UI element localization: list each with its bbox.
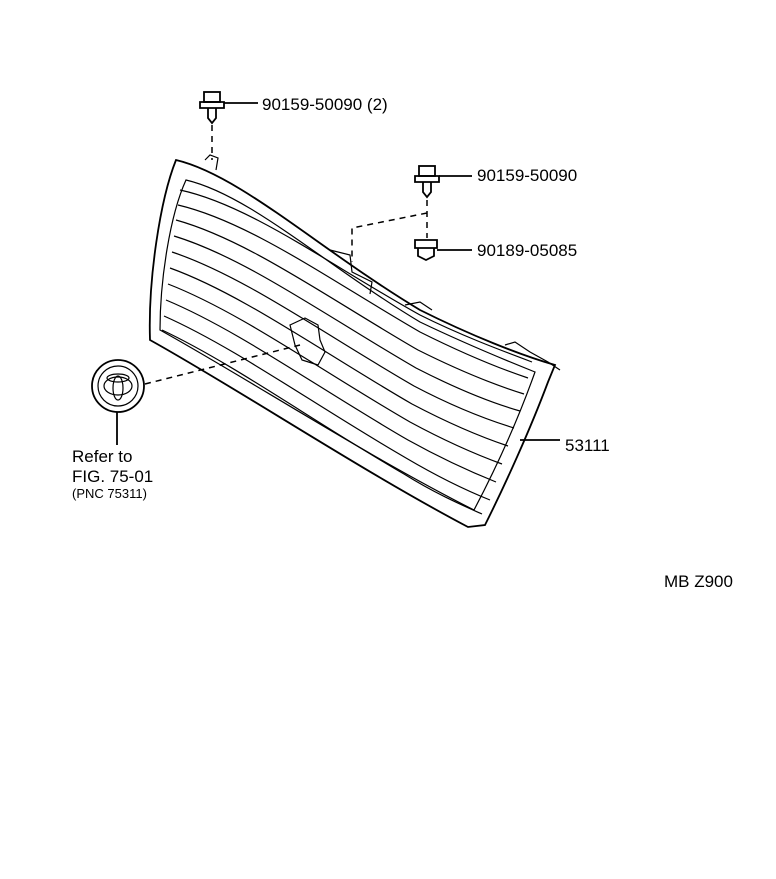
bolt-top-icon <box>199 91 225 125</box>
emblem-icon <box>91 359 145 413</box>
label-grille: 53111 <box>565 436 610 455</box>
grille-tab-corner <box>504 341 561 371</box>
grille-tab-left <box>204 154 219 171</box>
grille-tab-right <box>404 301 433 311</box>
bolt-right-icon <box>414 165 440 199</box>
grille-outer-frame <box>148 158 557 528</box>
reference-line-2: FIG. 75-01 <box>72 467 154 486</box>
reference-line-1: Refer to <box>72 447 133 466</box>
reference-line-3: (PNC 75311) <box>72 486 147 501</box>
leader-emblem-install <box>144 344 301 385</box>
clip-icon <box>414 239 438 262</box>
label-bolt-top: 90159-50090 (2) <box>262 95 388 114</box>
radiator-grille <box>148 154 561 528</box>
leader-fastener-group <box>351 200 428 262</box>
grille-inner-frame <box>159 179 536 511</box>
label-clip: 90189-05085 <box>477 241 578 260</box>
emblem-bracket <box>289 317 326 366</box>
label-bolt-right: 90159-50090 <box>477 166 578 185</box>
diagram-code: MB Z900 <box>664 572 733 591</box>
grille-slats <box>161 189 533 515</box>
